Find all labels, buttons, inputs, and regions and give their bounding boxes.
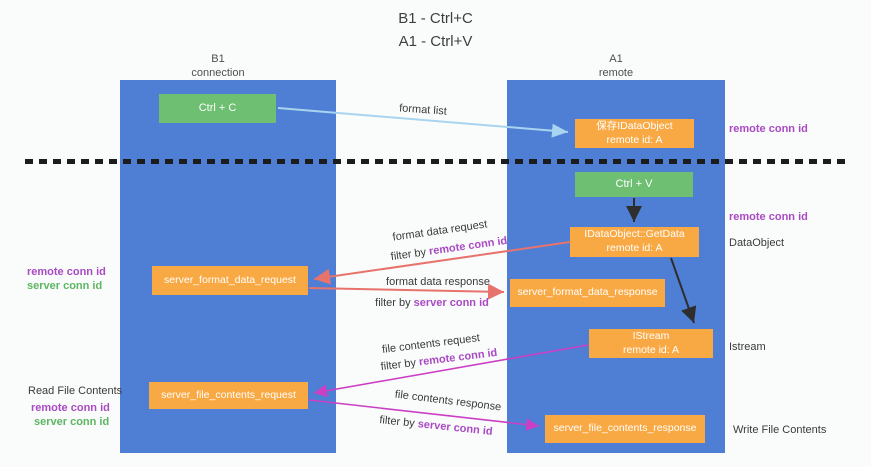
lifeline-left-role: connection	[191, 67, 245, 80]
format-data-response-label: format data response	[386, 276, 490, 288]
file-contents-response-label: file contents response	[394, 388, 502, 414]
box-server-file-contents-request-label: server_file_contents_request	[161, 388, 296, 401]
box-server-file-contents-response: server_file_contents_response	[545, 415, 705, 443]
annotation-remote-conn-id-mid: remote conn id	[729, 211, 808, 223]
box-server-format-data-request-label: server_format_data_request	[164, 273, 296, 286]
annotation-write-file-contents: Write File Contents	[733, 424, 827, 436]
box-idataobject-getdata: IDataObject::GetData remote id: A	[570, 227, 699, 257]
box-server-format-data-request: server_format_data_request	[152, 266, 308, 295]
box-ctrl-c: Ctrl + C	[159, 94, 276, 123]
annotation-left-remote-conn-id-file: remote conn id	[31, 402, 110, 414]
format-data-response-arrow	[308, 283, 505, 300]
box-ctrl-c-label: Ctrl + C	[198, 102, 237, 115]
box-istream: IStream remote id: A	[589, 329, 713, 358]
format-list-label: format list	[398, 102, 448, 118]
annotation-remote-conn-id-top: remote conn id	[729, 123, 808, 135]
annotation-left-server-conn-id-format: server conn id	[27, 280, 103, 292]
annotation-read-file-contents: Read File Contents	[28, 385, 123, 397]
box-idataobject-getdata-line2: remote id: A	[606, 242, 663, 254]
annotation-left-server-conn-id-file: server conn id	[34, 416, 110, 428]
file-contents-response-filter-label: filter by server conn id	[379, 414, 493, 438]
format-data-response-filter-label: filter by server conn id	[375, 297, 489, 309]
box-save-idataobject: 保存IDataObject remote id: A	[575, 119, 694, 148]
box-ctrl-v: Ctrl + V	[575, 172, 693, 197]
title-line-1: B1 - Ctrl+C	[398, 10, 473, 27]
filter-by-remote-conn-id: remote conn id	[428, 234, 508, 258]
box-idataobject-getdata-line1: IDataObject::GetData	[584, 228, 685, 241]
session-separator-dashed-line	[25, 159, 851, 164]
diagram-title: B1 - Ctrl+C A1 - Ctrl+V	[0, 8, 871, 53]
box-istream-line1: IStream	[632, 329, 670, 342]
box-istream-line2: remote id: A	[622, 343, 680, 356]
lifeline-right-name: A1	[609, 53, 623, 65]
annotation-istream: Istream	[729, 341, 766, 353]
filter-by-prefix: filter by	[390, 245, 430, 264]
annotation-dataobject: DataObject	[729, 237, 785, 249]
title-line-2: A1 - Ctrl+V	[398, 32, 473, 50]
filter-by-prefix: filter by	[380, 356, 420, 374]
box-server-format-data-response: server_format_data_response	[510, 279, 665, 307]
filter-by-prefix: filter by	[375, 297, 414, 309]
lifeline-left-name: B1	[211, 53, 225, 65]
box-server-file-contents-response-label: server_file_contents_response	[553, 422, 697, 435]
filter-by-server-conn-id: server conn id	[417, 418, 494, 438]
filter-by-prefix: filter by	[378, 414, 419, 431]
lifeline-right-header: A1 remote	[599, 52, 633, 81]
box-ctrl-v-label: Ctrl + V	[615, 178, 653, 191]
box-server-format-data-response-label: server_format_data_response	[517, 286, 658, 299]
lifeline-right-role: remote	[598, 67, 634, 80]
filter-by-server-conn-id: server conn id	[413, 297, 489, 309]
annotation-left-remote-conn-id-format: remote conn id	[27, 266, 106, 278]
box-server-file-contents-request: server_file_contents_request	[149, 382, 308, 409]
box-save-idataobject-line2: remote id: A	[606, 133, 663, 146]
box-save-idataobject-line1: 保存IDataObject	[596, 119, 673, 132]
lifeline-left-header: B1 connection	[191, 52, 244, 81]
